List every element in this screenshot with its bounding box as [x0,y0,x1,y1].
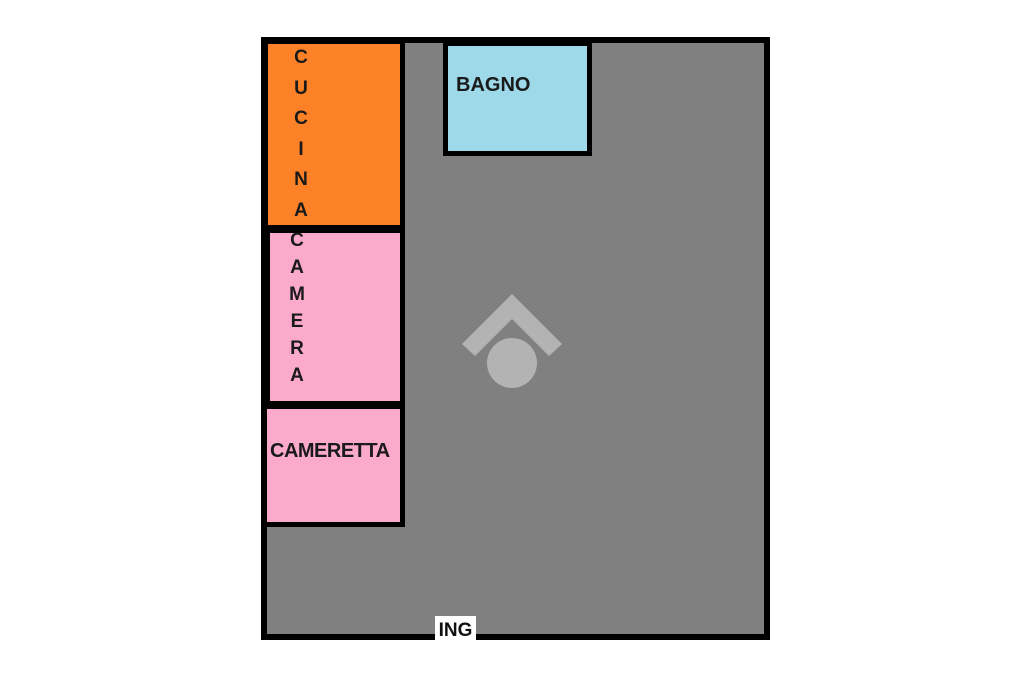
room-bagno [443,41,592,156]
room-label-cameretta: CAMERETTA [270,440,390,462]
room-label-letter: A [290,257,304,278]
house-logo-icon [462,294,562,388]
room-label-letter: I [298,138,304,160]
room-label-letter: E [290,311,304,332]
room-label-letter: R [290,338,304,359]
room-label-letter: A [294,199,308,221]
room-label-letter: N [294,169,308,190]
room-label-letter: U [294,77,308,99]
room-label-letter: C [294,47,308,68]
room-label-letter: C [294,108,308,129]
entrance-label: ING [435,616,476,646]
room-cucina [263,39,405,228]
room-label-bagno: BAGNO [456,74,531,96]
room-label-letter: C [290,230,304,251]
room-cameretta [262,404,405,527]
watermark-circle [487,338,537,388]
watermark-roof [462,294,562,356]
room-label-letter: A [290,365,304,386]
room-label-cucina: C U C I N A [290,48,312,231]
room-label-letter: M [289,284,305,305]
room-label-camera: C A M E R A [285,231,309,393]
room-camera [265,228,405,406]
